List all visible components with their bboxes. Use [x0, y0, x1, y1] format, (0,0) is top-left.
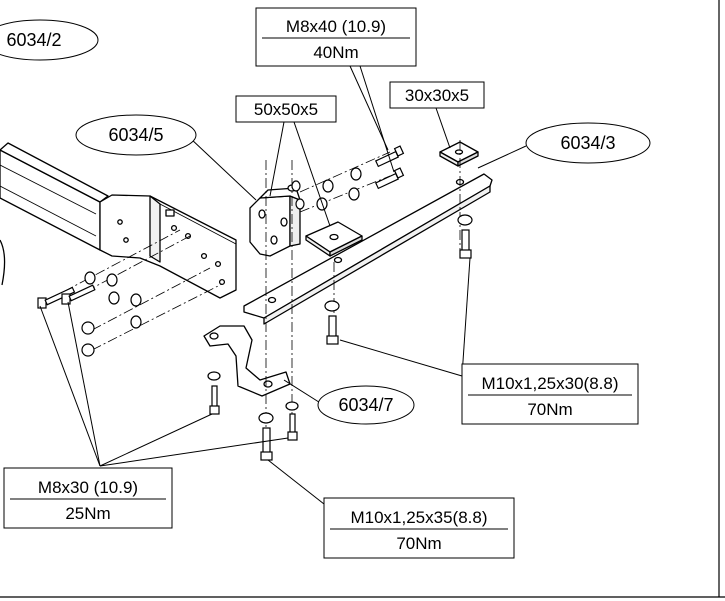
- bolt-m10x30-center: [328, 315, 337, 339]
- washer-top-a: [350, 167, 362, 181]
- plate-50x50: [305, 221, 363, 257]
- svg-text:M8x40 (10.9): M8x40 (10.9): [286, 17, 386, 36]
- fasteners: [37, 145, 473, 461]
- svg-text:50x50x5: 50x50x5: [254, 100, 318, 119]
- bolt-m8x30-b: [61, 284, 96, 305]
- spec-box-m10x30: M10x1,25x30(8.8) 70Nm: [461, 363, 639, 425]
- callout-6034-3: 6034/3: [525, 122, 651, 164]
- svg-text:6034/7: 6034/7: [338, 395, 393, 415]
- svg-text:6034/3: 6034/3: [560, 133, 615, 153]
- spec-box-m8x40: M8x40 (10.9) 40Nm: [255, 7, 417, 67]
- plate-30x30: [439, 141, 479, 167]
- bolt-m8x30-a: [37, 286, 76, 309]
- bolt-m10x30-right: [461, 229, 470, 253]
- bolt-m8x30-lower-b: [289, 413, 296, 435]
- washer-right: [457, 214, 473, 226]
- nut-top-a: [291, 180, 301, 192]
- svg-text:40Nm: 40Nm: [313, 43, 358, 62]
- callout-6034-7: 6034/7: [317, 385, 415, 425]
- svg-text:25Nm: 25Nm: [65, 504, 110, 523]
- callout-6034-2: 6034/2: [0, 19, 99, 61]
- svg-text:6034/2: 6034/2: [6, 30, 61, 50]
- svg-text:70Nm: 70Nm: [396, 534, 441, 553]
- callout-6034-5: 6034/5: [75, 114, 197, 156]
- beam-end-bracket: [99, 194, 237, 299]
- nut-top-b: [295, 198, 305, 210]
- washer-top-b: [348, 187, 360, 201]
- svg-text:M10x1,25x30(8.8): M10x1,25x30(8.8): [481, 374, 618, 393]
- bracket-6034-5: [249, 184, 301, 257]
- spec-box-m10x35: M10x1,25x35(8.8) 70Nm: [323, 497, 515, 559]
- washer-center: [324, 300, 340, 312]
- nut-left-a: [81, 321, 95, 335]
- bolt-m8x30-lower-a: [211, 385, 218, 409]
- strip-6034-3: [243, 173, 493, 325]
- label-plate-50x50: 50x50x5: [235, 95, 337, 123]
- nut-left-b: [81, 343, 95, 357]
- svg-text:70Nm: 70Nm: [527, 400, 572, 419]
- label-plate-30x30: 30x30x5: [389, 81, 485, 109]
- main-beam: [0, 142, 109, 286]
- spec-box-m8x30: M8x30 (10.9) 25Nm: [3, 467, 173, 529]
- svg-text:30x30x5: 30x30x5: [405, 86, 469, 105]
- svg-text:M8x30 (10.9): M8x30 (10.9): [38, 478, 138, 497]
- bolt-m8x40-b: [374, 167, 405, 190]
- bracket-6034-7: [203, 325, 291, 397]
- bolt-m8x40-a: [374, 145, 405, 168]
- leader-lines: [39, 65, 527, 505]
- svg-text:6034/5: 6034/5: [108, 125, 163, 145]
- svg-text:M10x1,25x35(8.8): M10x1,25x35(8.8): [350, 508, 487, 527]
- washer-top-c: [322, 179, 334, 193]
